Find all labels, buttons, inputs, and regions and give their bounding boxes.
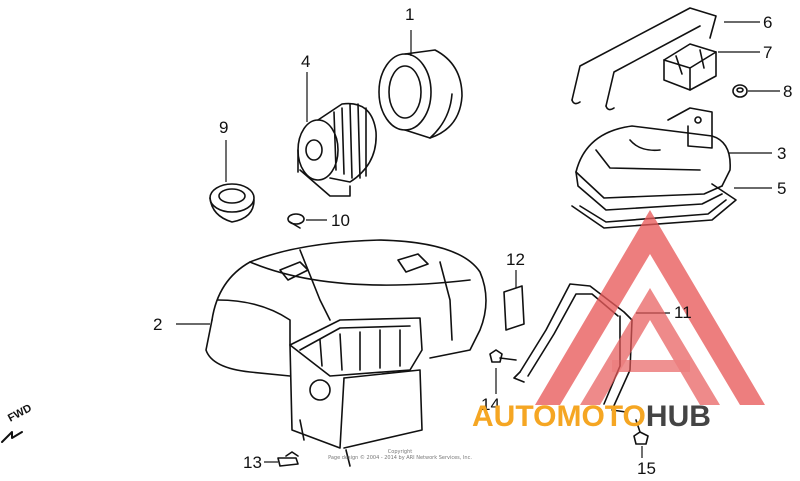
air-cleaner-cover bbox=[575, 107, 731, 211]
leader-lines bbox=[176, 21, 780, 463]
callout-6: 6 bbox=[763, 13, 773, 32]
callout-7: 7 bbox=[763, 43, 773, 62]
watermark-brand-part1: AUTOMOTO bbox=[472, 400, 646, 433]
watermark-logo bbox=[535, 210, 765, 405]
clamp-block bbox=[663, 43, 717, 91]
wire-retainer bbox=[571, 7, 717, 111]
callout-1: 1 bbox=[405, 5, 415, 24]
screw-10 bbox=[287, 213, 305, 229]
callout-14: 14 bbox=[481, 395, 500, 414]
watermark-brand-part2: HUB bbox=[645, 400, 711, 433]
callout-11: 11 bbox=[674, 303, 692, 322]
callout-9: 9 bbox=[219, 118, 229, 137]
callout-8: 8 bbox=[783, 82, 793, 101]
forward-arrow-icon bbox=[1, 431, 23, 443]
callout-3: 3 bbox=[777, 144, 787, 163]
label-sticker bbox=[503, 285, 525, 331]
callout-5: 5 bbox=[777, 179, 787, 198]
bolt-15 bbox=[633, 419, 649, 445]
air-filter-element bbox=[378, 49, 463, 139]
callout-4: 4 bbox=[301, 52, 311, 71]
bolt-8 bbox=[732, 84, 748, 98]
callout-12: 12 bbox=[506, 250, 525, 269]
copyright-notice: Copyright Page design © 2004 - 2014 by A… bbox=[300, 449, 500, 461]
callout-10: 10 bbox=[331, 211, 350, 230]
callout-2: 2 bbox=[153, 315, 163, 334]
callout-15: 15 bbox=[637, 459, 656, 478]
air-cleaner-case bbox=[205, 239, 487, 467]
bolt-14 bbox=[489, 349, 517, 363]
copyright-line: Page design © 2004 - 2014 by ARI Network… bbox=[328, 455, 472, 461]
copyright-title: Copyright bbox=[387, 449, 413, 455]
filter-holder bbox=[297, 102, 377, 197]
watermark-brand: AUTOMOTOHUB bbox=[472, 402, 711, 432]
grommet bbox=[209, 183, 255, 223]
cover-gasket bbox=[571, 183, 737, 229]
callout-13: 13 bbox=[243, 453, 262, 472]
bolt-13 bbox=[277, 451, 299, 467]
